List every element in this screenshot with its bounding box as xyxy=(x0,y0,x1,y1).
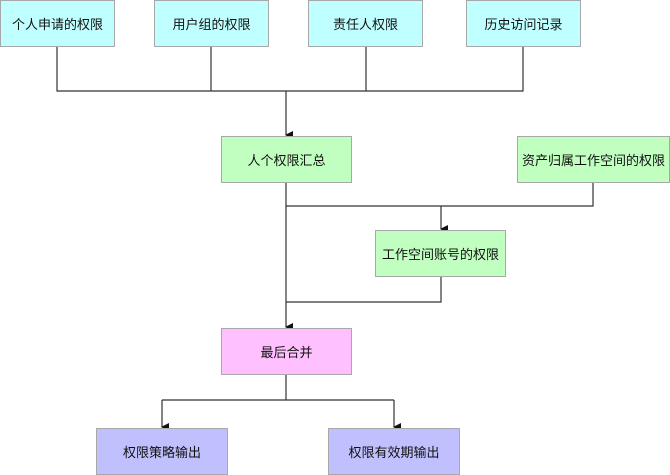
node-asset-workspace[interactable]: 资产归属工作空间的权限 xyxy=(517,136,670,183)
node-label: 个人申请的权限 xyxy=(11,18,103,33)
node-label: 工作空间账号的权限 xyxy=(381,248,499,263)
node-policy-output[interactable]: 权限策略输出 xyxy=(96,428,228,475)
node-label: 用户组的权限 xyxy=(172,18,251,33)
connector-summary-asset xyxy=(285,183,594,207)
node-label: 资产归属工作空间的权限 xyxy=(521,154,665,169)
connector-merge-outputs xyxy=(162,374,394,401)
node-label: 责任人权限 xyxy=(332,18,398,33)
node-access-history[interactable]: 历史访问记录 xyxy=(466,0,581,47)
node-owner[interactable]: 责任人权限 xyxy=(308,0,423,47)
node-label: 最后合并 xyxy=(260,346,313,361)
node-label: 人个权限汇总 xyxy=(247,154,326,169)
node-workspace-account[interactable]: 工作空间账号的权限 xyxy=(375,230,506,277)
node-label: 权限有效期输出 xyxy=(348,446,440,461)
node-final-merge[interactable]: 最后合并 xyxy=(221,328,352,375)
connector-top-sources xyxy=(56,47,524,92)
node-personal-request[interactable]: 个人申请的权限 xyxy=(0,0,115,47)
node-personal-summary[interactable]: 人个权限汇总 xyxy=(221,136,352,183)
node-validity-output[interactable]: 权限有效期输出 xyxy=(328,428,460,475)
node-label: 历史访问记录 xyxy=(484,18,563,33)
connector-workspace-account-back xyxy=(286,277,442,303)
node-label: 权限策略输出 xyxy=(122,446,201,461)
node-user-group[interactable]: 用户组的权限 xyxy=(154,0,269,47)
